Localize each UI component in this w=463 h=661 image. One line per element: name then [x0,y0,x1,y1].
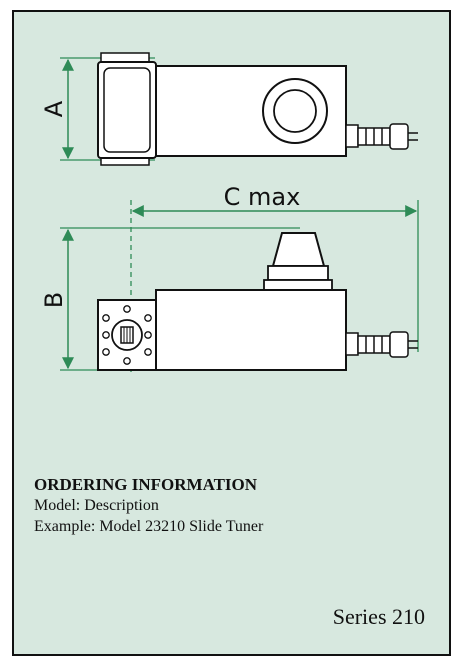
series-label: Series 210 [332,604,425,629]
knob-inner-circle [273,89,317,133]
top-carriage-block [97,61,157,159]
side-main-body [155,289,347,371]
ordering-information: ORDERING INFORMATION Model: Description … [34,474,263,537]
dim-b-label: B [40,292,68,308]
dim-a-label: A [40,100,68,117]
side-connector-neck [345,332,359,356]
side-view: C max B [40,183,419,372]
dim-c-label: C max [224,183,301,211]
ordering-heading: ORDERING INFORMATION [34,475,258,494]
ordering-example-line: Example: Model 23210 Slide Tuner [34,518,264,535]
side-knob-cap [271,232,326,267]
flange-bolt-holes [102,305,152,365]
top-view: A [40,52,418,166]
side-knob-collar [267,265,329,281]
top-carriage-inner [103,67,151,153]
side-knob-base [263,279,333,291]
top-connector-neck [345,124,359,148]
ordering-model-line: Model: Description [34,497,159,514]
top-connector-cap [389,123,409,150]
side-connector-cap [389,331,409,358]
